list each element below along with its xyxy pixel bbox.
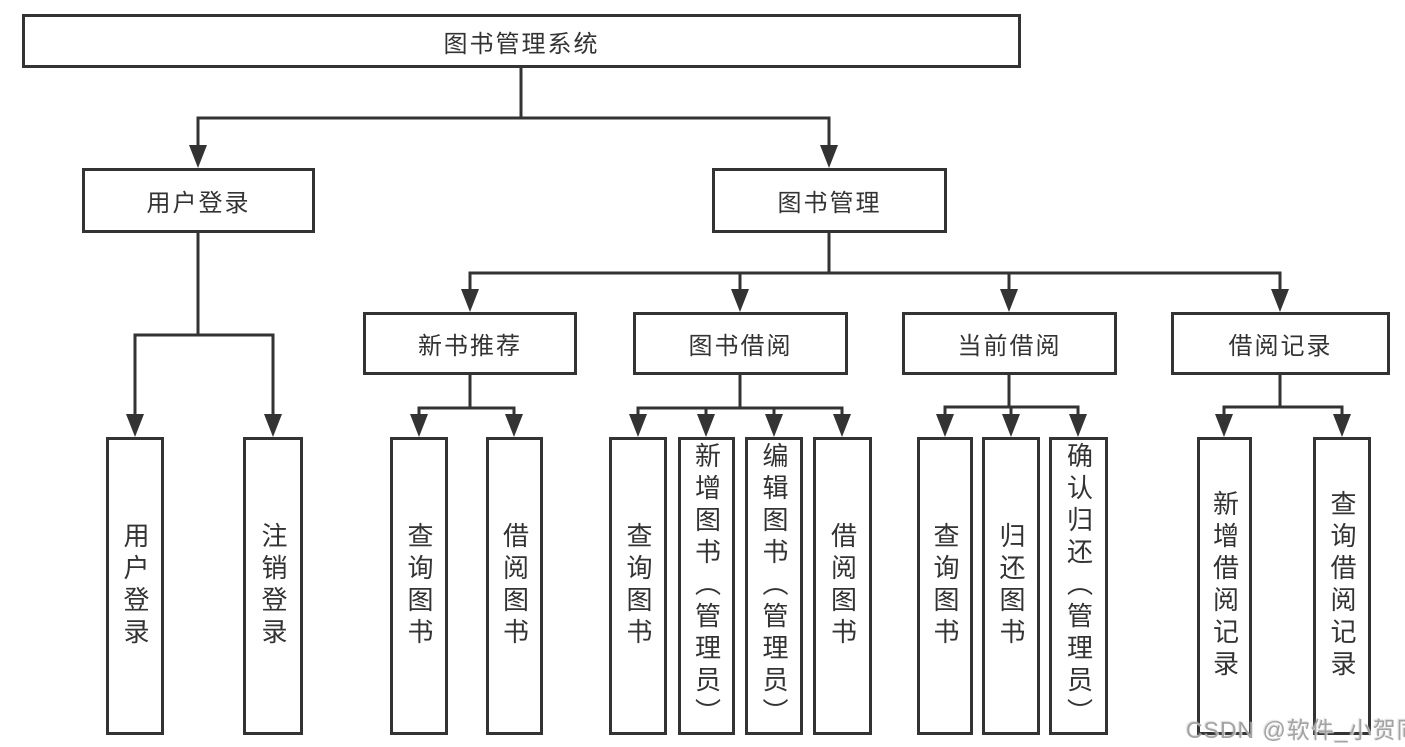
leaf-borrowing-add-books-admin: 新增图书（管理员） [678, 437, 735, 735]
arrowhead [936, 414, 954, 437]
leaf-label: 新增借阅记录 [1209, 490, 1240, 682]
arrowhead [1215, 414, 1233, 437]
connector-userlogin-to-leaves [133, 231, 275, 416]
connector-records-to-leaves [1222, 373, 1344, 416]
arrowhead [820, 145, 838, 168]
node-label: 当前借阅 [957, 333, 1062, 360]
leaf-user-login: 用户登录 [106, 437, 164, 735]
csdn-watermark: CSDN @软件_小贺同学 [1186, 717, 1405, 743]
leaf-records-add-borrow-record: 新增借阅记录 [1197, 437, 1252, 735]
leaf-label: 查询图书 [623, 522, 653, 650]
arrowhead [505, 414, 523, 437]
arrowheads [126, 145, 1351, 437]
connector-currentborrow-to-leaves [943, 373, 1080, 416]
leaf-label: 查询借阅记录 [1327, 490, 1357, 682]
node-label: 图书借阅 [688, 333, 793, 360]
node-current-borrowing: 当前借阅 [902, 312, 1117, 375]
leaf-newbook-borrow-books: 借阅图书 [486, 437, 543, 735]
connector-root-to-level1 [196, 66, 831, 147]
arrowhead [1333, 414, 1351, 437]
leaf-borrowing-query-books: 查询图书 [609, 437, 667, 735]
node-label: 图书管理系统 [443, 30, 600, 58]
leaf-borrowing-edit-books-admin: 编辑图书（管理员） [745, 437, 803, 735]
node-borrowing-records: 借阅记录 [1171, 312, 1390, 375]
leaf-label: 确认归还（管理员） [1063, 442, 1094, 730]
leaf-current-query-books: 查询图书 [917, 437, 973, 735]
node-user-login: 用户登录 [82, 168, 315, 233]
leaf-label: 归还图书 [996, 522, 1026, 650]
leaf-logout: 注销登录 [243, 437, 303, 735]
arrowhead [1000, 289, 1018, 312]
node-label: 用户登录 [146, 190, 251, 217]
leaf-records-query-borrow-record: 查询借阅记录 [1313, 437, 1371, 735]
arrowhead [1271, 289, 1289, 312]
arrowhead [1002, 414, 1020, 437]
leaf-newbook-query-books: 查询图书 [390, 437, 448, 735]
connector-bookborrow-to-leaves [636, 373, 844, 416]
leaf-label: 新增图书（管理员） [691, 442, 722, 730]
connector-bookmgmt-to-level2 [468, 231, 1282, 291]
leaf-borrowing-borrow-books: 借阅图书 [813, 437, 872, 735]
node-label: 图书管理 [777, 190, 882, 217]
arrowhead [189, 145, 207, 168]
arrowhead [1069, 414, 1087, 437]
leaf-current-return-books: 归还图书 [982, 437, 1040, 735]
arrowhead [461, 289, 479, 312]
arrowhead [126, 414, 144, 437]
arrowhead [765, 414, 783, 437]
arrowhead [833, 414, 851, 437]
node-library-management-system: 图书管理系统 [22, 14, 1021, 68]
arrowhead [264, 414, 282, 437]
node-label: 新书推荐 [418, 333, 522, 360]
leaf-label: 注销登录 [258, 522, 288, 650]
leaf-label: 查询图书 [930, 522, 960, 650]
arrowhead [629, 414, 647, 437]
arrowhead [410, 414, 428, 437]
leaf-label: 借阅图书 [499, 522, 530, 650]
leaf-label: 借阅图书 [827, 522, 858, 650]
arrowhead [697, 414, 715, 437]
leaf-label: 查询图书 [404, 522, 434, 650]
leaf-label: 编辑图书（管理员） [759, 442, 789, 730]
node-new-book-recommend: 新书推荐 [363, 312, 577, 375]
connector-newbook-to-leaves [417, 373, 516, 416]
arrowhead [731, 289, 749, 312]
leaf-label: 用户登录 [120, 522, 150, 650]
node-book-borrowing: 图书借阅 [633, 312, 848, 375]
node-label: 借阅记录 [1228, 333, 1333, 360]
leaf-current-confirm-return-admin: 确认归还（管理员） [1049, 437, 1108, 735]
node-book-management: 图书管理 [712, 168, 947, 233]
